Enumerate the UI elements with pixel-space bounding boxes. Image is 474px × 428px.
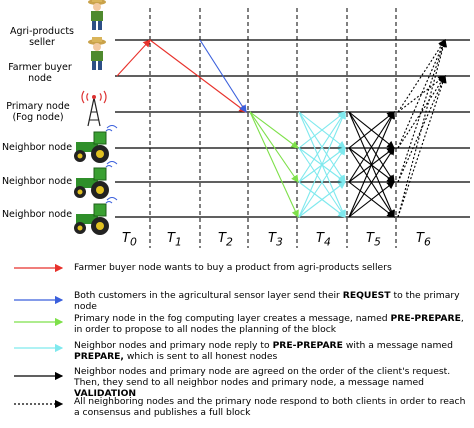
time-sub: 3 xyxy=(275,235,283,249)
node-label-buyer: Farmer buyer node xyxy=(0,62,80,84)
node-label-seller: Agri-products seller xyxy=(2,26,82,48)
legend-text-part: REQUEST xyxy=(342,290,391,301)
message-arrow xyxy=(348,181,395,218)
node-label-line: seller xyxy=(29,37,55,48)
message-arrow xyxy=(116,39,151,77)
message-arrow xyxy=(397,38,447,183)
legend-text-part: PRE-PREPARE xyxy=(390,313,461,324)
message-arrow xyxy=(298,110,346,218)
consensus-timing-diagram xyxy=(74,0,470,248)
node-label-line: Neighbor node xyxy=(1,142,73,153)
time-base: T xyxy=(416,231,424,246)
time-sub: 2 xyxy=(225,235,233,249)
node-label-line: Farmer buyer xyxy=(8,62,72,73)
legend-text: All neighboring nodes and the primary no… xyxy=(74,396,470,418)
node-label-line: node xyxy=(28,73,52,84)
legend-text-part: All neighboring nodes and the primary no… xyxy=(74,396,466,418)
legend-line-swatch xyxy=(14,317,64,327)
legend-text-part: PREPARE, xyxy=(74,351,124,362)
radio-antenna-icon xyxy=(81,90,107,127)
message-arrow xyxy=(249,111,299,149)
time-sub: 6 xyxy=(423,235,431,249)
node-label-neighbor-1: Neighbor node xyxy=(0,142,74,153)
legend-text-part: with a message named xyxy=(342,340,453,351)
tractor-icon xyxy=(74,161,118,199)
node-icons xyxy=(74,0,118,235)
node-label-line: Agri-products xyxy=(10,26,74,37)
time-dividers xyxy=(149,8,397,248)
time-sub: 1 xyxy=(174,235,182,249)
time-label-t5: T5 xyxy=(366,231,381,249)
legend-text-part: Both customers in the agricultural senso… xyxy=(74,290,343,301)
message-arrow xyxy=(298,181,346,218)
legend-text-part: Neighbor nodes and primary node reply to xyxy=(74,340,273,351)
time-label-t3: T3 xyxy=(268,231,283,249)
message-arrow xyxy=(249,111,299,219)
time-base: T xyxy=(366,231,374,246)
message-arrow xyxy=(397,38,448,218)
legend-line-swatch xyxy=(14,399,64,409)
node-label-primary: Primary node (Fog node) xyxy=(0,101,76,123)
time-label-t0: T0 xyxy=(122,231,137,249)
message-arrow xyxy=(348,111,395,149)
message-arrow xyxy=(397,74,446,183)
legend-text: Neighbor nodes and primary node reply to… xyxy=(74,340,470,362)
time-label-t1: T1 xyxy=(167,231,182,249)
message-arrow xyxy=(199,39,247,113)
node-label-line: Neighbor node xyxy=(1,209,73,220)
time-base: T xyxy=(268,231,276,246)
time-base: T xyxy=(218,231,226,246)
legend-text-part: which is sent to all honest nodes xyxy=(123,351,278,362)
farmer-person-icon xyxy=(88,0,106,30)
message-arrow xyxy=(348,111,395,183)
time-sub: 5 xyxy=(373,235,381,249)
time-base: T xyxy=(122,231,130,246)
node-label-neighbor-2: Neighbor node xyxy=(0,176,74,187)
message-arrow xyxy=(348,147,395,218)
time-sub: 4 xyxy=(323,235,331,249)
time-base: T xyxy=(316,231,324,246)
legend-text-part: , in order to propose to all nodes the p… xyxy=(74,313,464,335)
time-label-t6: T6 xyxy=(416,231,431,249)
legend-text-part: Neighbor nodes and primary node are agre… xyxy=(74,366,451,388)
legend-text-part: to the primary node xyxy=(74,290,460,312)
legend-line-swatch xyxy=(14,263,64,273)
message-arrow xyxy=(149,39,247,113)
message-arrow xyxy=(298,111,346,149)
legend-text: Farmer buyer node wants to buy a product… xyxy=(74,262,470,273)
legend-text-part: Farmer buyer node wants to buy a product… xyxy=(74,262,392,273)
time-sub: 0 xyxy=(129,235,137,249)
node-timelines xyxy=(115,39,470,218)
legend-text-part: PRE-PREPARE xyxy=(272,340,343,351)
legend-line-swatch xyxy=(14,295,64,305)
node-label-line: (Fog node) xyxy=(12,112,64,123)
tractor-icon xyxy=(74,125,118,163)
message-arrow xyxy=(249,111,299,183)
message-arrow xyxy=(397,75,446,113)
legend-text-part: VALIDATION xyxy=(74,388,137,399)
node-label-neighbor-3: Neighbor node xyxy=(0,209,74,220)
message-arrow xyxy=(298,147,346,218)
message-arrow xyxy=(348,110,395,218)
legend-text: Both customers in the agricultural senso… xyxy=(74,290,470,312)
legend-text: Neighbor nodes and primary node are agre… xyxy=(74,366,470,399)
time-base: T xyxy=(167,231,175,246)
message-arrow xyxy=(397,74,447,218)
node-label-line: Neighbor node xyxy=(1,176,73,187)
time-label-t4: T4 xyxy=(316,231,331,249)
legend-text: Primary node in the fog computing layer … xyxy=(74,313,470,335)
tractor-icon xyxy=(74,197,118,235)
legend-line-swatch xyxy=(14,371,64,381)
message-arrows xyxy=(116,38,448,219)
time-label-t2: T2 xyxy=(218,231,233,249)
legend-text-part: Primary node in the fog computing layer … xyxy=(74,313,391,324)
node-label-line: Primary node xyxy=(6,101,70,112)
legend-line-swatch xyxy=(14,343,64,353)
message-arrow xyxy=(298,111,346,183)
farmer-person-icon xyxy=(88,37,106,70)
